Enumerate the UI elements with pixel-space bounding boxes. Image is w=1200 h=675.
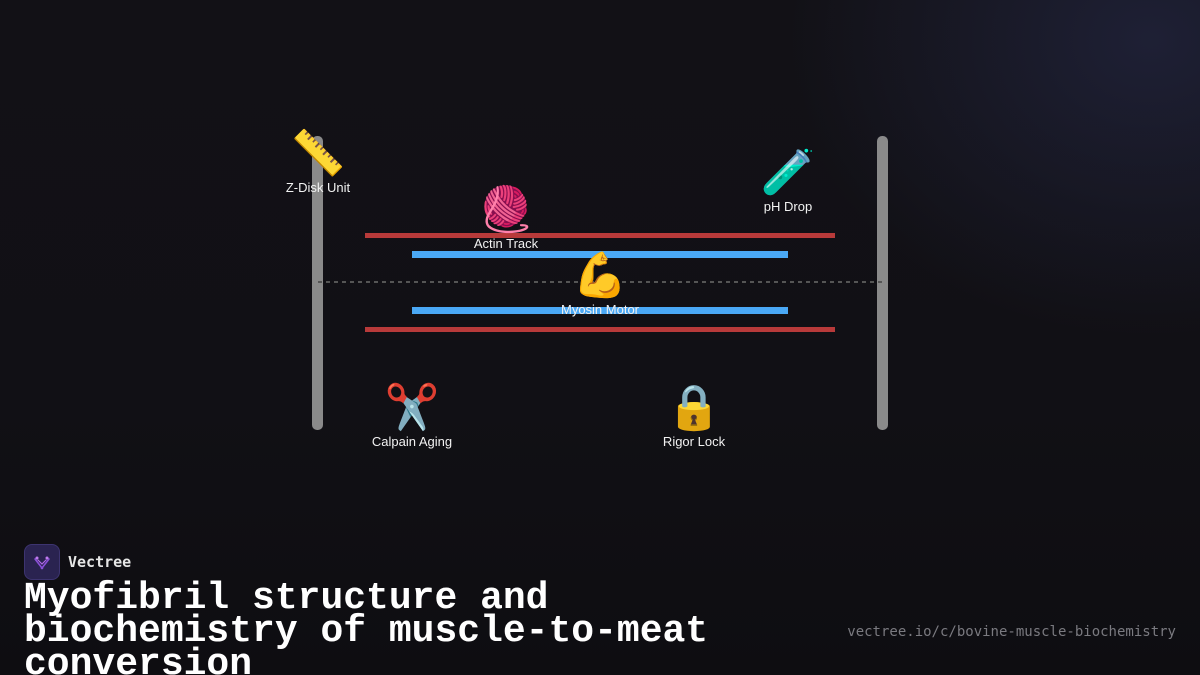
node-label: pH Drop <box>763 199 813 214</box>
page-title: Myofibril structure and biochemistry of … <box>24 577 709 675</box>
brand-name: Vectree <box>68 553 132 571</box>
myosin-filament-top <box>412 251 788 258</box>
ruler-icon: 📏 <box>290 128 346 179</box>
lock-icon: 🔒 <box>666 382 722 433</box>
flexed-bicep-icon: 💪 <box>572 250 628 301</box>
node-z-disk: 📏 Z-Disk Unit <box>286 128 350 195</box>
z-disk-left-bar <box>312 136 323 430</box>
actin-filament-bottom <box>365 327 835 332</box>
node-label: Actin Track <box>473 236 539 251</box>
test-tube-icon: 🧪 <box>760 147 816 198</box>
node-label: Calpain Aging <box>371 434 453 449</box>
node-myosin: 💪 Myosin Motor <box>561 250 639 317</box>
source-url: vectree.io/c/bovine-muscle-biochemistry <box>847 624 1176 640</box>
brand: Vectree <box>24 544 131 580</box>
node-ph-drop: 🧪 pH Drop <box>761 147 816 214</box>
node-actin: 🧶 Actin Track <box>474 184 538 251</box>
yarn-icon: 🧶 <box>478 184 534 235</box>
myosin-filament-bottom <box>412 307 788 314</box>
scissors-icon: ✂️ <box>384 382 440 433</box>
node-calpain: ✂️ Calpain Aging <box>372 382 452 449</box>
z-disk-right-bar <box>877 136 888 430</box>
node-label: Z-Disk Unit <box>285 180 351 195</box>
node-label: Myosin Motor <box>560 302 640 317</box>
actin-filament-top <box>365 233 835 238</box>
vectree-logo-icon <box>24 544 60 580</box>
node-rigor: 🔒 Rigor Lock <box>663 382 725 449</box>
node-label: Rigor Lock <box>662 434 726 449</box>
